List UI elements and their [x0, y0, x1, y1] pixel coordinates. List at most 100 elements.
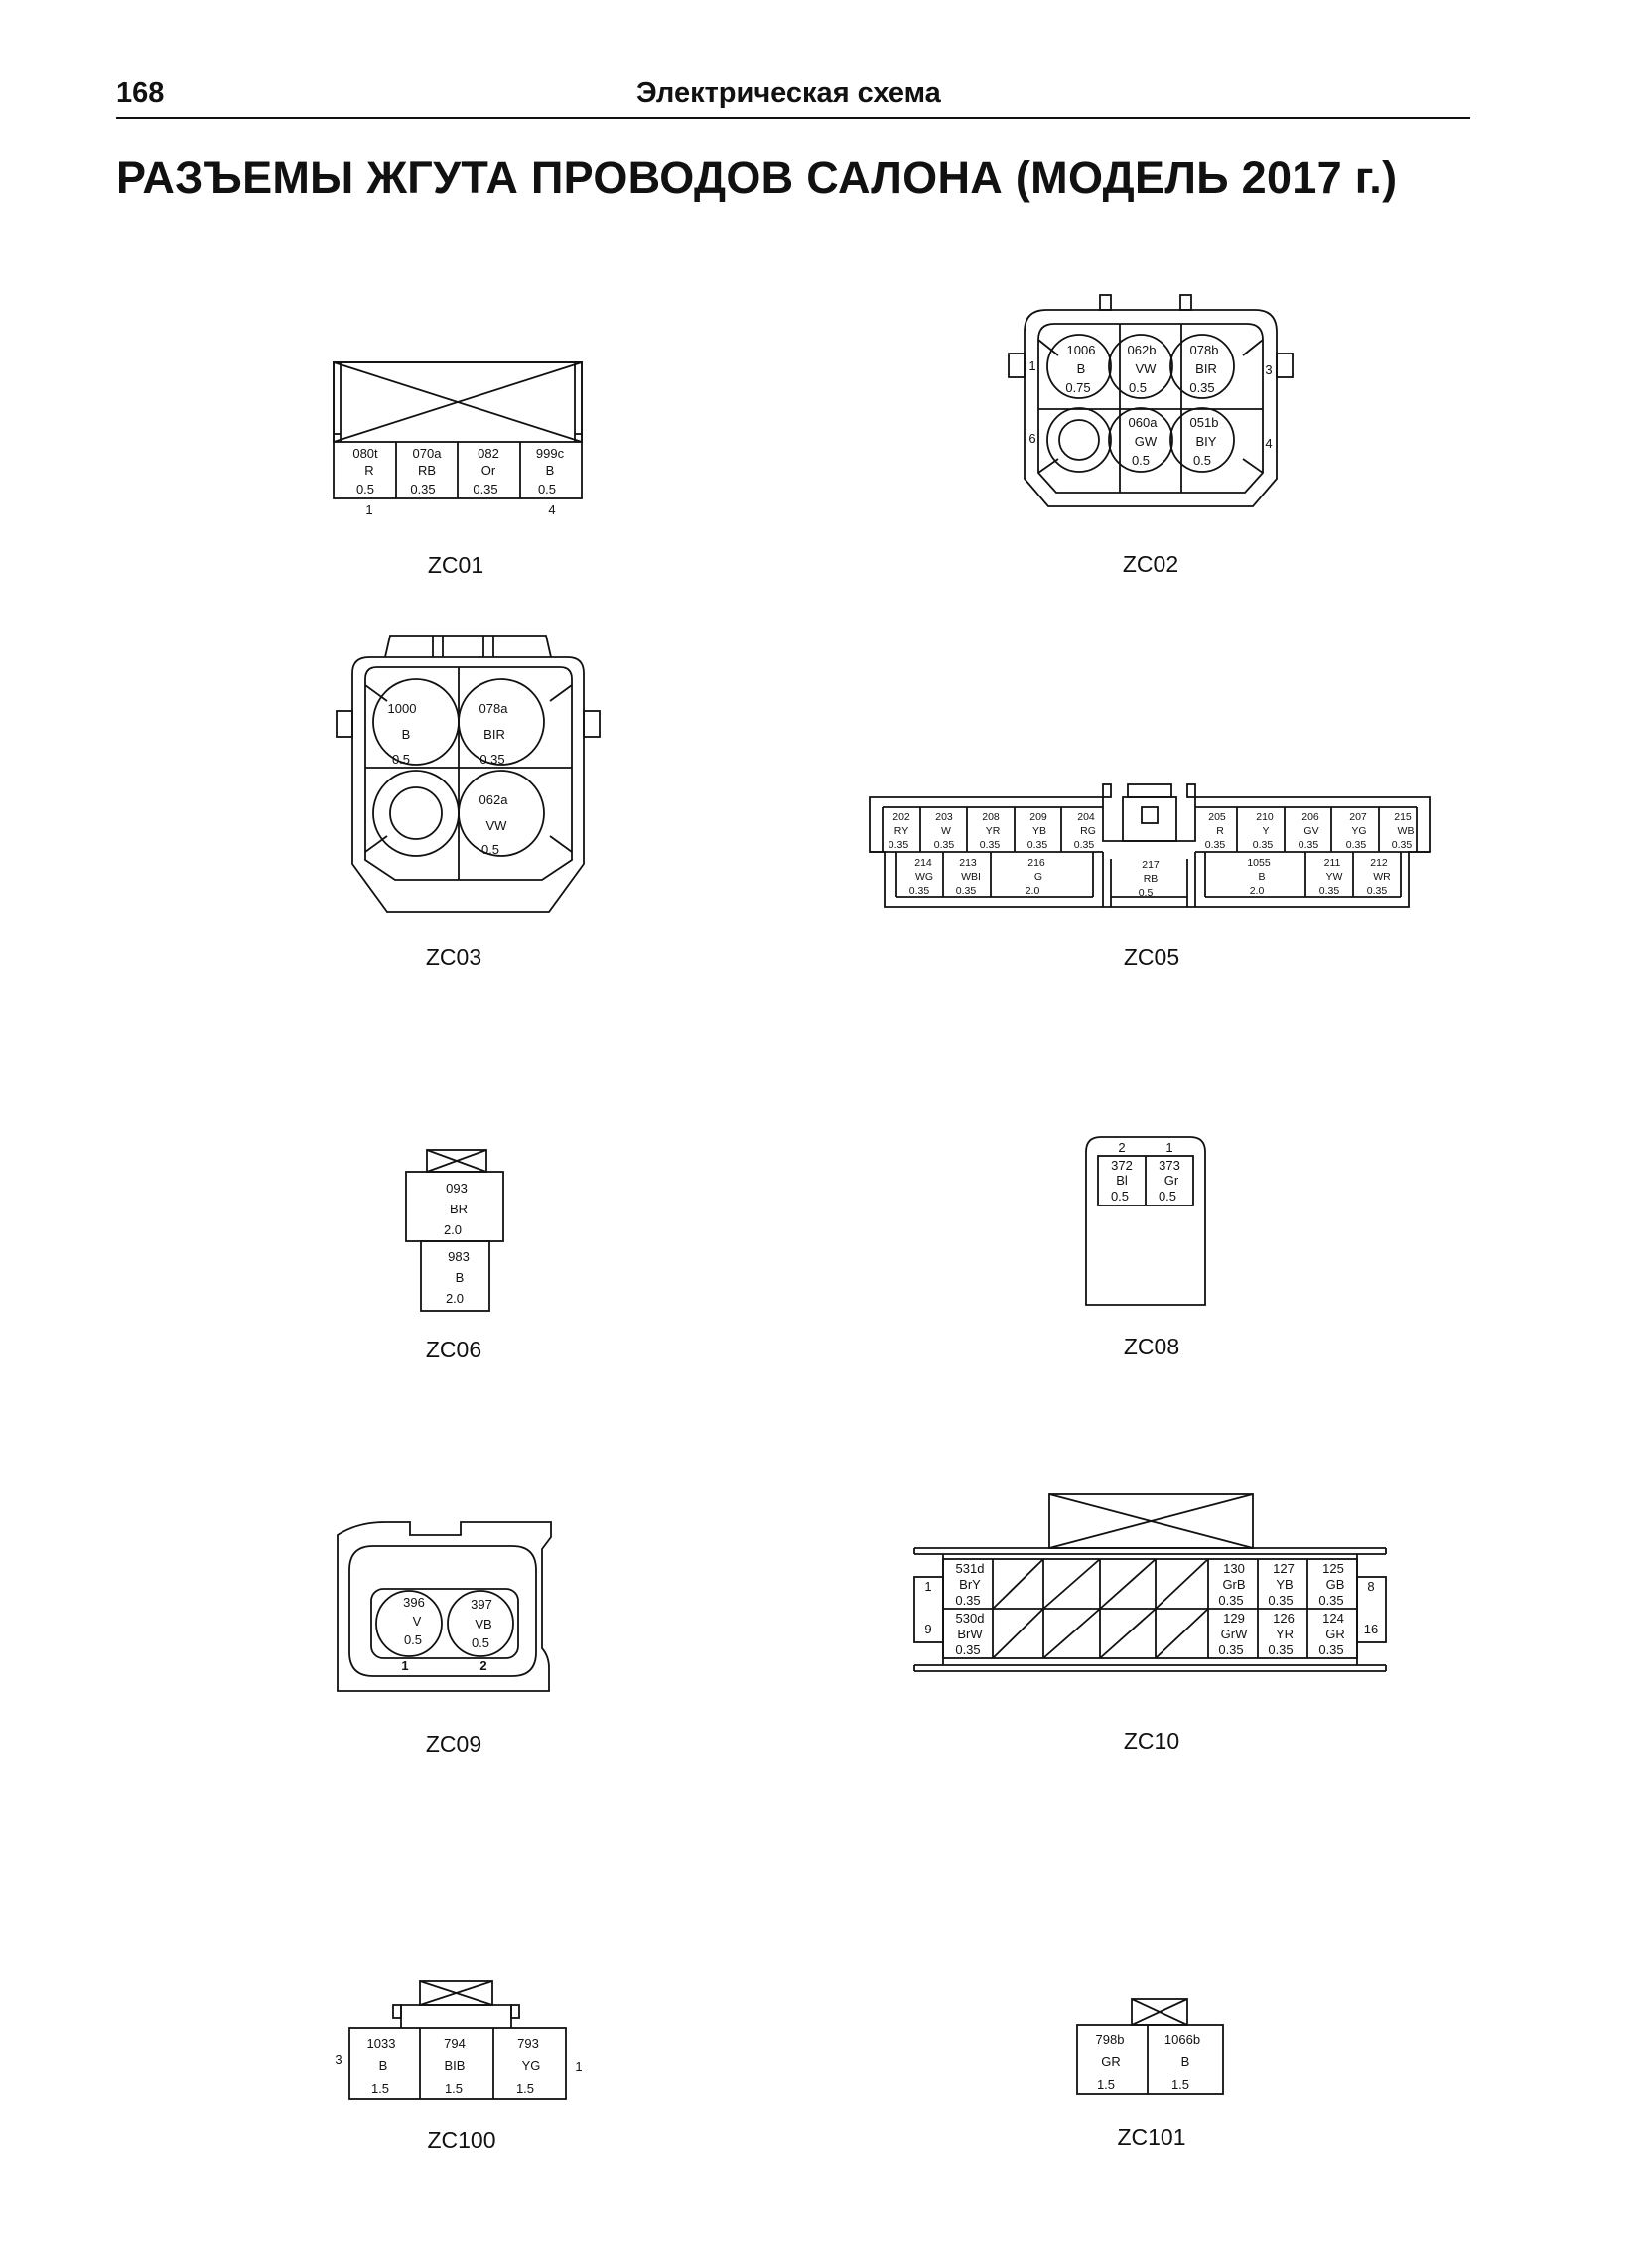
cell-size: 0.35 [955, 1593, 980, 1608]
cell-size: 1.5 [1171, 2077, 1189, 2092]
cell-size: 0.5 [1111, 1189, 1129, 1204]
cell-color: BR [450, 1202, 468, 1216]
cell-id: 213 [959, 857, 977, 869]
cell-size: 1.5 [445, 2081, 463, 2096]
pin-number: 1 [575, 2059, 582, 2074]
cell-size: 2.0 [446, 1291, 464, 1306]
cell-size: 0.5 [538, 482, 556, 496]
cell-size: 0.5 [1159, 1189, 1176, 1204]
cell-id: 1006 [1067, 343, 1096, 357]
cell-color: VB [475, 1617, 491, 1631]
cell-size: 2.0 [1250, 885, 1265, 897]
pin-number: 2 [479, 1658, 486, 1673]
cell-size: 0.35 [1218, 1642, 1243, 1657]
cell-size: 0.35 [1074, 839, 1095, 851]
pin-number: 1 [924, 1579, 931, 1594]
cell-color: VW [1136, 361, 1158, 376]
cell-color: B [402, 727, 411, 742]
cell-size: 0.35 [1346, 839, 1367, 851]
cell-color: W [941, 825, 951, 837]
cell-id: 794 [444, 2036, 466, 2051]
connector-zc03: 1000 B 0.5 078a BIR 0.35 062a VW 0.5 ZC0… [336, 635, 601, 970]
cell-color: B [1181, 2055, 1190, 2069]
cell-color: RB [418, 463, 436, 478]
cell-id: 999c [536, 446, 565, 461]
pin-number: 16 [1364, 1622, 1378, 1636]
cell-id: 215 [1394, 811, 1412, 823]
cell-id: 798b [1096, 2032, 1125, 2047]
pin-number: 4 [548, 502, 555, 517]
cell-size: 0.35 [909, 885, 930, 897]
cell-color: RY [894, 825, 908, 837]
connector-label: ZC03 [426, 944, 481, 970]
connector-label: ZC06 [426, 1337, 481, 1362]
cell-color: YG [522, 2058, 541, 2073]
cell-color: R [1216, 825, 1224, 837]
cell-id: 078a [479, 701, 509, 716]
cell-id: 216 [1027, 857, 1045, 869]
cell-color: Y [1262, 825, 1269, 837]
cell-size: 0.35 [1367, 885, 1388, 897]
cell-color: BIR [1195, 361, 1217, 376]
pin-number: 3 [1265, 362, 1272, 377]
cell-size: 0.5 [392, 752, 410, 767]
cell-color: VW [486, 818, 508, 833]
cell-size: 0.5 [1139, 887, 1154, 899]
cell-size: 0.35 [479, 752, 504, 767]
section-title: Электрическая схема [636, 77, 941, 109]
cell-size: 0.35 [956, 885, 977, 897]
cell-size: 0.35 [1392, 839, 1413, 851]
cell-id: 062a [479, 792, 509, 807]
cell-id: 204 [1077, 811, 1095, 823]
cell-size: 0.35 [1205, 839, 1226, 851]
pin-number: 1 [1165, 1140, 1172, 1155]
cell-id: 1033 [367, 2036, 396, 2051]
cell-color: YG [1351, 825, 1366, 837]
cell-id: 396 [403, 1595, 425, 1610]
cell-id: 373 [1159, 1158, 1180, 1173]
cell-size: 0.5 [404, 1632, 422, 1647]
cell-size: 0.35 [473, 482, 497, 496]
cell-color: B [379, 2058, 388, 2073]
cell-size: 0.35 [955, 1642, 980, 1657]
connector-zc02: 1 3 6 4 1006 B 0.75 062b VW 0.5 078b BIR… [1008, 294, 1294, 577]
cell-size: 2.0 [444, 1222, 462, 1237]
cell-id: 062b [1128, 343, 1157, 357]
cell-size: 0.35 [1027, 839, 1048, 851]
connector-zc10: 1 9 8 16 531d BrY 0.35 530d BrW 0.35 130… [913, 1493, 1387, 1754]
cell-color: B [546, 463, 555, 478]
connector-zc100: 3 1 1033 B 1.5 794 BIB 1.5 793 YG 1.5 ZC… [335, 1980, 583, 2153]
cell-id: 214 [914, 857, 932, 869]
connector-zc08: 2 1 372 Bl 0.5 373 Gr 0.5 ZC08 [1085, 1136, 1206, 1359]
cell-color: Bl [1116, 1173, 1128, 1188]
cell-color: R [364, 463, 373, 478]
cell-id: 202 [892, 811, 910, 823]
cell-id: 205 [1208, 811, 1226, 823]
cell-color: GrB [1222, 1577, 1245, 1592]
cell-size: 0.35 [1218, 1593, 1243, 1608]
cell-id: 078b [1190, 343, 1219, 357]
cell-size: 0.35 [1253, 839, 1274, 851]
cell-color: BIB [445, 2058, 466, 2073]
pin-number: 4 [1265, 436, 1272, 451]
cell-size: 0.35 [1268, 1593, 1293, 1608]
cell-id: 983 [448, 1249, 470, 1264]
cell-size: 0.5 [1129, 380, 1147, 395]
pin-number: 8 [1367, 1579, 1374, 1594]
cell-size: 0.75 [1065, 380, 1090, 395]
cell-size: 0.35 [410, 482, 435, 496]
cell-color: GW [1135, 434, 1158, 449]
cell-color: GV [1303, 825, 1318, 837]
cell-color: YB [1276, 1577, 1293, 1592]
cell-id: 372 [1111, 1158, 1133, 1173]
connector-zc06: 093 BR 2.0 983 B 2.0 ZC06 [405, 1149, 504, 1362]
cell-color: BrW [957, 1627, 983, 1641]
cell-color: WR [1373, 871, 1391, 883]
cell-color: Gr [1164, 1173, 1179, 1188]
connector-label: ZC09 [426, 1731, 481, 1757]
cell-size: 0.35 [1318, 1642, 1343, 1657]
cell-color: RB [1144, 873, 1159, 885]
cell-color: GR [1325, 1627, 1345, 1641]
cell-color: GrW [1221, 1627, 1248, 1641]
cell-id: 124 [1322, 1611, 1344, 1626]
